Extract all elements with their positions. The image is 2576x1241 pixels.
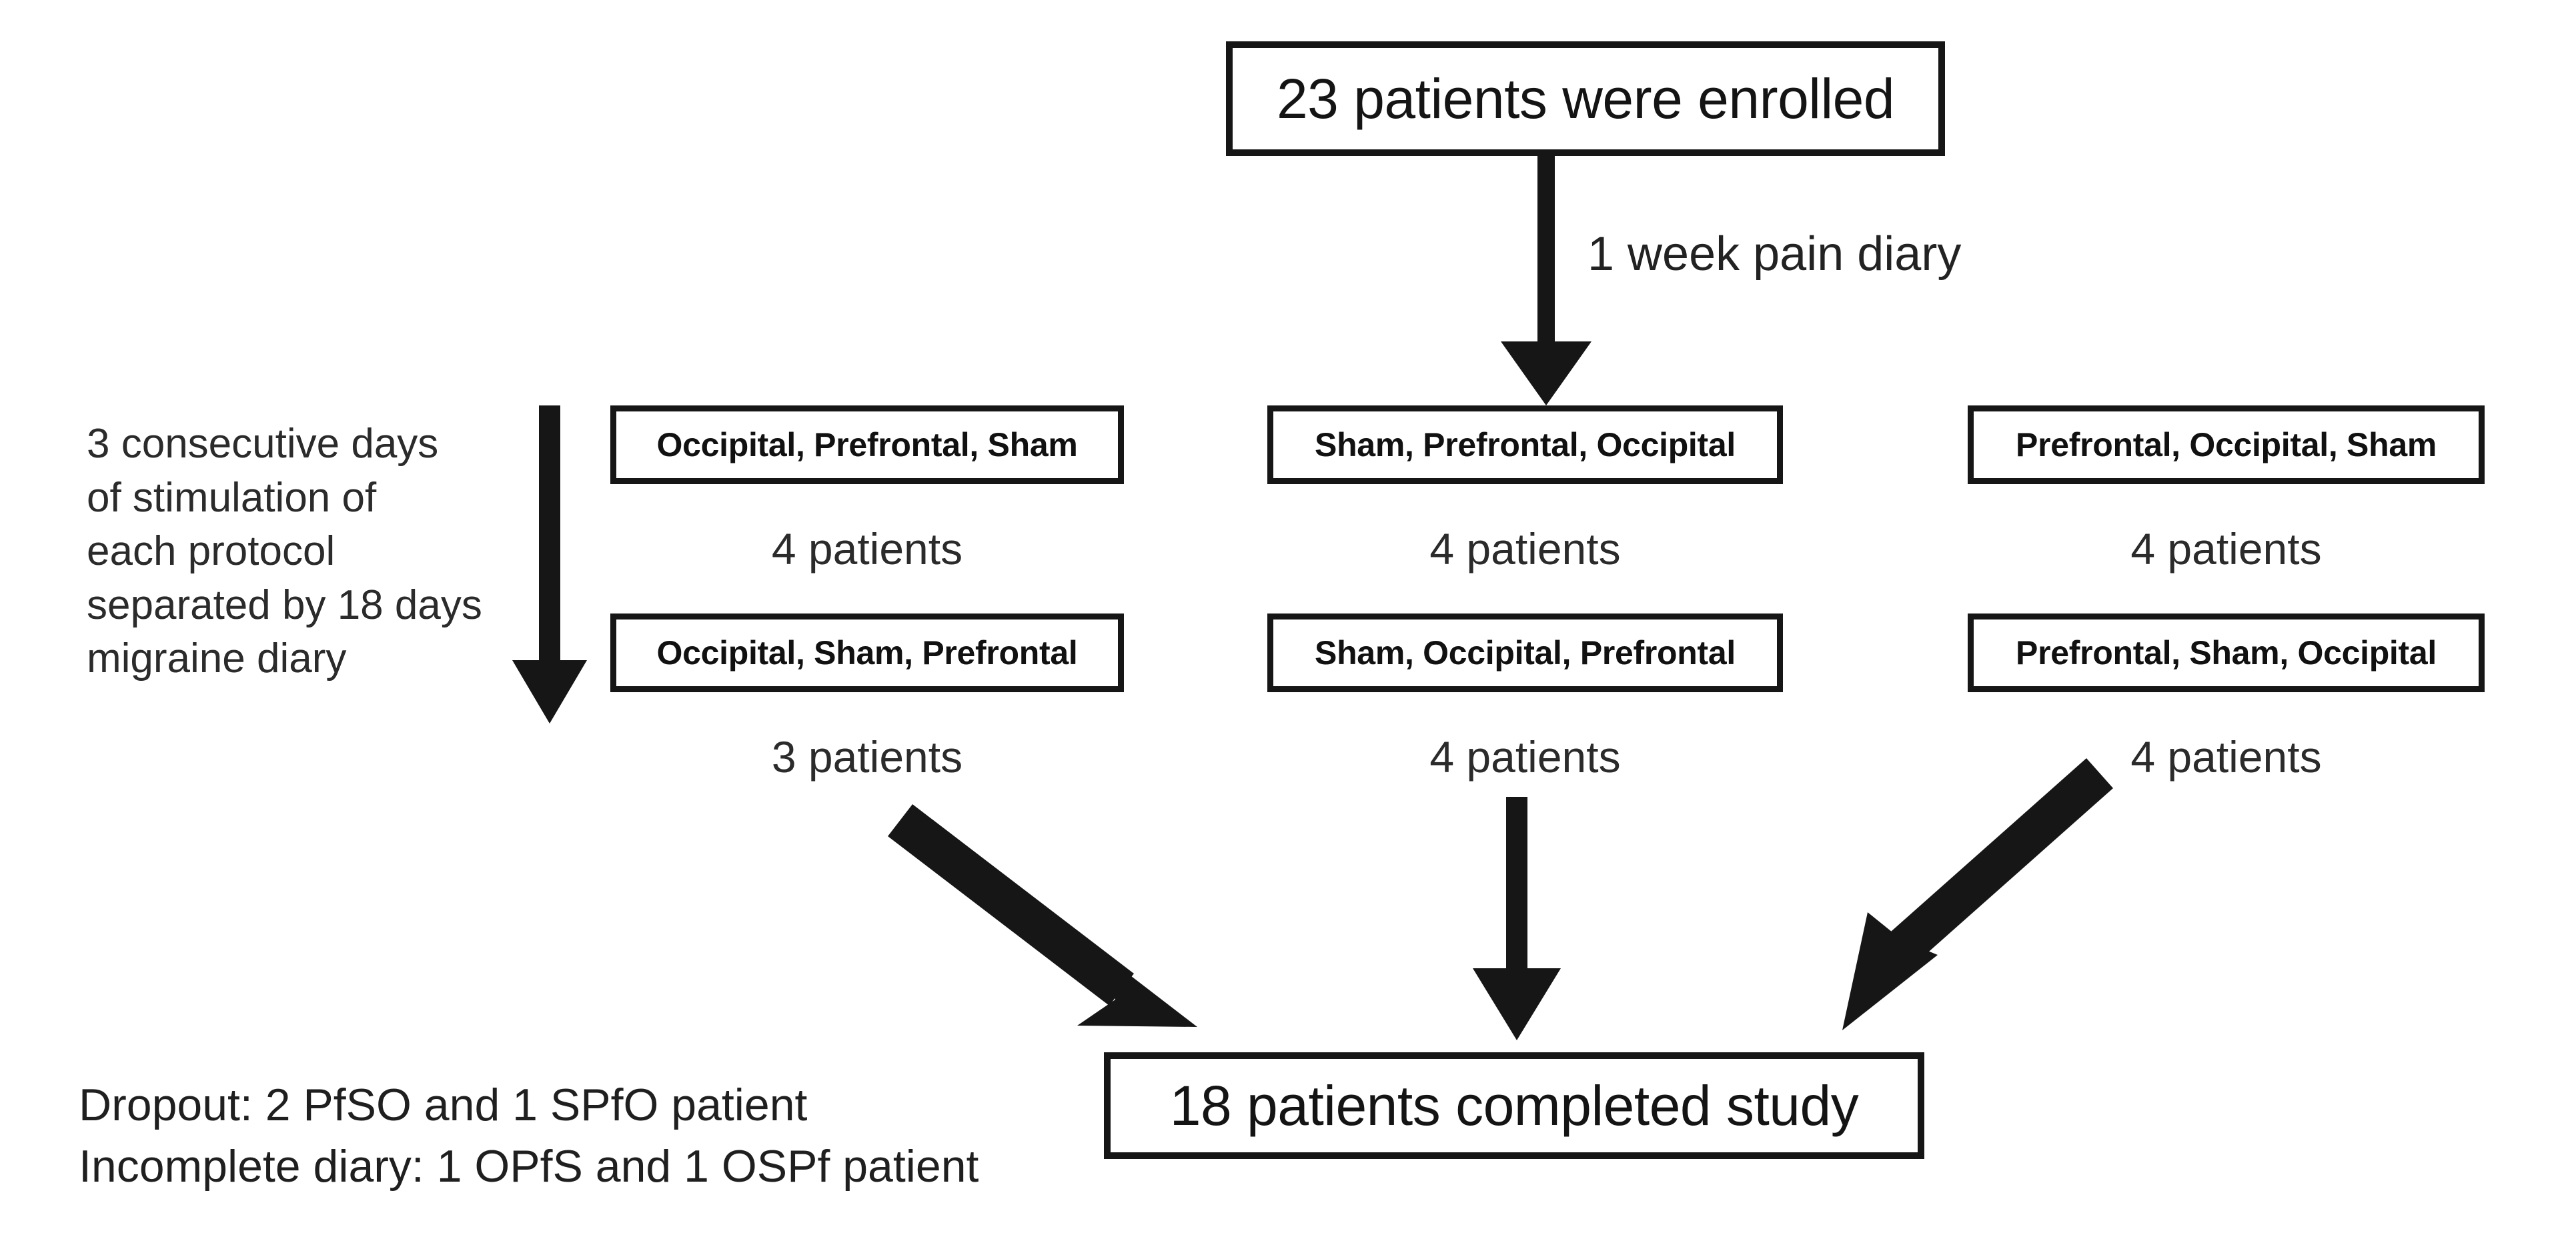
protocol-box-c3r2: Prefrontal, Sham, Occipital — [1968, 613, 2485, 692]
protocol-duration-note: 3 consecutive days of stimulation of eac… — [87, 421, 482, 682]
arrow-column3-to-result — [1842, 758, 2113, 1030]
footnote-incomplete-diary: Incomplete diary: 1 OPfS and 1 OSPf pati… — [79, 1141, 979, 1192]
result-box: 18 patients completed study — [1104, 1052, 1924, 1159]
enrollment-box-label: 23 patients were enrolled — [1276, 67, 1895, 130]
result-box-label: 18 patients completed study — [1169, 1074, 1859, 1137]
protocol-box-c2r2: Sham, Occipital, Prefrontal — [1267, 613, 1783, 692]
protocol-label-c1r1: Occipital, Prefrontal, Sham — [656, 426, 1078, 463]
patient-count-c3r2: 4 patients — [2130, 732, 2322, 782]
patient-count-c2r2: 4 patients — [1429, 732, 1621, 782]
protocol-label-c2r1: Sham, Prefrontal, Occipital — [1315, 426, 1736, 463]
protocol-box-c1r2: Occipital, Sham, Prefrontal — [610, 613, 1124, 692]
protocol-label-c3r2: Prefrontal, Sham, Occipital — [2016, 634, 2437, 672]
protocol-box-c2r1: Sham, Prefrontal, Occipital — [1267, 405, 1783, 484]
protocol-label-c2r2: Sham, Occipital, Prefrontal — [1315, 634, 1736, 672]
patient-count-c1r2: 3 patients — [771, 732, 963, 782]
protocol-box-c3r1: Prefrontal, Occipital, Sham — [1968, 405, 2485, 484]
footnote-dropout: Dropout: 2 PfSO and 1 SPfO patient — [79, 1080, 808, 1130]
arrow-enrollment-to-middle — [1501, 155, 1591, 405]
protocol-label-c3r1: Prefrontal, Occipital, Sham — [2016, 426, 2437, 463]
protocol-box-c1r1: Occipital, Prefrontal, Sham — [610, 405, 1124, 484]
arrow-column1-to-result — [888, 804, 1197, 1027]
patient-count-c1r1: 4 patients — [771, 524, 963, 573]
arrow-column2-to-result — [1473, 797, 1561, 1040]
enrollment-box: 23 patients were enrolled — [1226, 41, 1945, 156]
patient-count-c3r1: 4 patients — [2130, 524, 2322, 573]
protocol-label-c1r2: Occipital, Sham, Prefrontal — [656, 634, 1078, 672]
enrollment-edge-label: 1 week pain diary — [1587, 227, 1962, 281]
patient-count-c2r1: 4 patients — [1429, 524, 1621, 573]
